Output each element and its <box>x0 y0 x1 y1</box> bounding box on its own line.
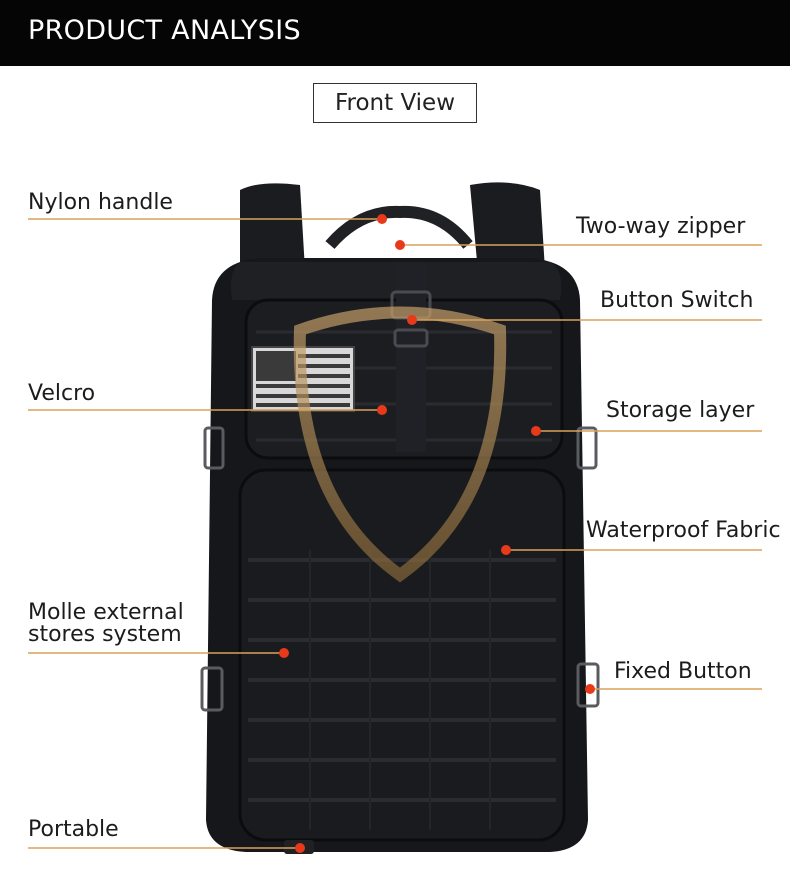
watermark-shield <box>293 306 507 583</box>
label-fixed-button: Fixed Button <box>614 659 752 684</box>
label-nylon-handle: Nylon handle <box>28 190 173 215</box>
label-velcro: Velcro <box>28 381 96 406</box>
page-title: PRODUCT ANALYSIS <box>28 15 301 46</box>
callout-dot-button-switch <box>407 315 417 325</box>
label-button-switch: Button Switch <box>600 288 754 313</box>
label-storage-layer: Storage layer <box>606 398 755 423</box>
header-bar: PRODUCT ANALYSIS <box>0 0 790 66</box>
callout-dot-nylon-handle <box>377 214 387 224</box>
callout-dot-portable <box>295 843 305 853</box>
callout-dot-velcro <box>377 405 387 415</box>
callout-dot-storage-layer <box>531 426 541 436</box>
callout-dot-waterproof-fabric <box>501 545 511 555</box>
view-title-box: Front View <box>313 83 477 123</box>
callout-dot-two-way-zipper <box>395 240 405 250</box>
callout-dot-fixed-button <box>585 684 595 694</box>
view-title: Front View <box>334 90 456 116</box>
backpack-image <box>200 182 600 854</box>
callout-dot-molle <box>279 648 289 658</box>
label-molle: Molle external stores system <box>28 600 184 647</box>
label-two-way-zipper: Two-way zipper <box>576 214 746 239</box>
callout-lines <box>28 218 762 849</box>
label-waterproof-fabric: Waterproof Fabric <box>586 518 781 543</box>
label-portable: Portable <box>28 817 119 842</box>
callout-dots <box>279 214 595 853</box>
